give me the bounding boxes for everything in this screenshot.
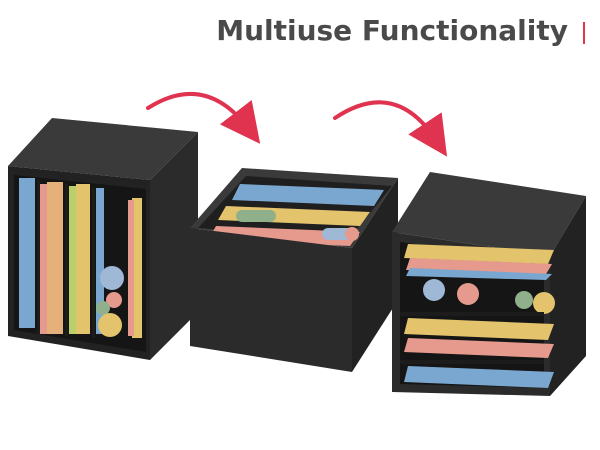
- headline-accent-bar: [583, 22, 585, 44]
- organizer-vertical-dividers: [8, 118, 198, 360]
- headline-text: Multiuse Functionality: [216, 14, 568, 47]
- headline: Multiuse Functionality: [0, 12, 600, 52]
- arrow-2-icon: [333, 100, 448, 157]
- organizer-horizontal-shelves: [392, 172, 586, 396]
- organizer-open-top: [190, 168, 398, 372]
- arrow-1-icon: [146, 91, 261, 144]
